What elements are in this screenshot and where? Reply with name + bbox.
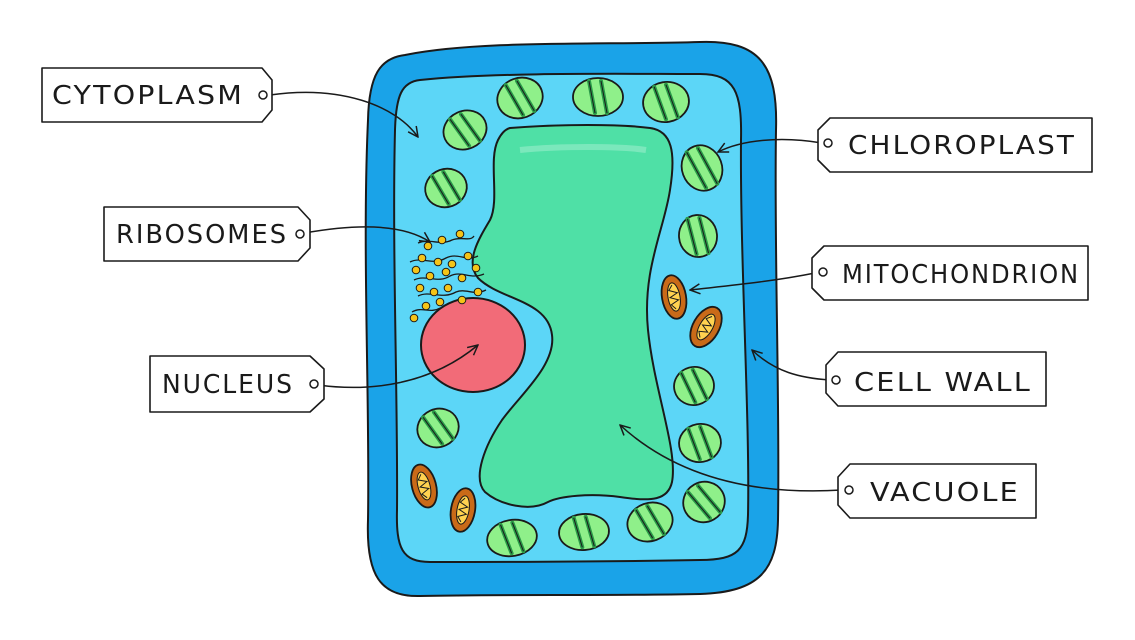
chloroplast (486, 518, 538, 558)
chloroplast (572, 77, 624, 117)
mitochondrion-leader (690, 272, 816, 290)
ribosomes-leader (304, 226, 430, 242)
mitochondrion (410, 463, 438, 509)
leader-lines (269, 91, 843, 492)
cytoplasm-leader (269, 91, 418, 137)
chloroplast (626, 501, 674, 543)
vacuole-highlight (519, 144, 647, 153)
ribosome (437, 235, 447, 245)
label-cytoplasm: CYTOPLASM (41, 67, 273, 123)
endoplasmic-reticulum (409, 235, 487, 313)
mitochondrion (449, 487, 477, 533)
chloroplast (673, 366, 715, 406)
vacuole (471, 124, 674, 508)
ribosome (429, 287, 439, 297)
ribosomes (409, 229, 487, 323)
ribosome (409, 313, 419, 323)
chloroplast (424, 167, 468, 209)
ribosome (447, 259, 457, 269)
ribosome (457, 295, 467, 305)
label-cell-wall: CELL WALL (825, 351, 1047, 407)
chloroplast (558, 513, 610, 551)
chloroplast-leader (718, 138, 823, 152)
ribosome (421, 301, 431, 311)
nucleus-leader (317, 345, 478, 389)
mitochondria (410, 274, 723, 533)
ribosome (473, 287, 483, 297)
chloroplasts (416, 76, 726, 558)
label-ribosomes: RIBOSOMES (103, 206, 311, 262)
ribosome (423, 241, 433, 251)
vacuole-label: VACUOLE (870, 478, 1020, 508)
chloroplast-label: CHLOROPLAST (848, 131, 1076, 161)
ribosome (455, 229, 465, 239)
ribosome (411, 265, 421, 275)
chloroplast (496, 76, 544, 120)
label-chloroplast: CHLOROPLAST (817, 117, 1093, 173)
cell-wall-label: CELL WALL (854, 368, 1032, 398)
mitochondrion (689, 305, 723, 349)
ribosome (471, 263, 481, 273)
ribosome (433, 257, 443, 267)
chloroplast (442, 109, 488, 151)
chloroplast (642, 81, 690, 123)
chloroplast (678, 423, 722, 463)
nucleus (420, 297, 526, 393)
ribosome (435, 297, 445, 307)
chloroplast (678, 214, 718, 258)
label-mitochondrion: MITOCHONDRION (811, 245, 1089, 301)
cytoplasm-label: CYTOPLASM (52, 81, 244, 111)
chloroplast (416, 407, 460, 449)
ribosome (441, 267, 451, 277)
ribosome (415, 283, 425, 293)
chloroplast (680, 144, 724, 192)
ribosomes-label: RIBOSOMES (116, 220, 288, 250)
mitochondrion-label: MITOCHONDRION (842, 260, 1080, 290)
cell-wall-leader (752, 350, 831, 381)
ribosome (425, 271, 435, 281)
vacuole-leader (620, 425, 843, 492)
mitochondrion (660, 274, 688, 320)
chloroplast (682, 480, 726, 524)
label-nucleus: NUCLEUS (149, 355, 325, 413)
ribosome (443, 283, 453, 293)
label-vacuole: VACUOLE (837, 463, 1037, 519)
ribosome (463, 251, 473, 261)
nucleus-label: NUCLEUS (162, 370, 294, 400)
ribosome (457, 273, 467, 283)
ribosome (417, 253, 427, 263)
